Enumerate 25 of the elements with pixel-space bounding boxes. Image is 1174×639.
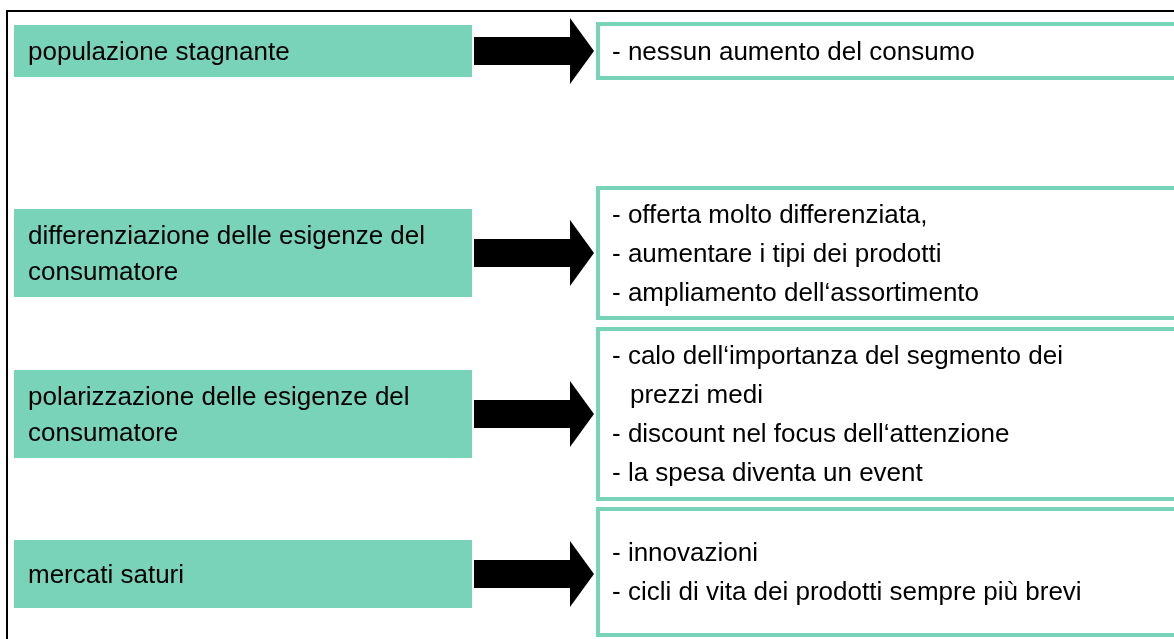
cause-text: mercati saturi	[28, 558, 186, 591]
cause-box	[14, 25, 472, 77]
cause-box	[14, 540, 472, 608]
block-arrow	[474, 541, 594, 607]
effect-item: - offerta molto differenziata,	[612, 197, 929, 231]
effect-box	[596, 327, 1174, 501]
cause-box	[14, 209, 472, 297]
effect-item: - aumentare i tipi dei prodotti	[612, 236, 943, 270]
block-arrow	[474, 18, 594, 84]
effect-box	[596, 507, 1174, 637]
block-arrow	[474, 381, 594, 447]
cause-box	[14, 370, 472, 458]
cause-text: polarizzazione delle esigenze del consumatore	[28, 380, 411, 449]
block-arrow	[474, 220, 594, 286]
effect-item: - la spesa diventa un event	[612, 456, 924, 489]
effect-box	[596, 186, 1174, 320]
effect-item: - cicli di vita dei prodotti sempre più brevi	[612, 575, 1083, 608]
cause-text: populazione stagnante	[28, 35, 291, 68]
cause-text: differenziazione delle esigenze del consumatore	[28, 219, 427, 288]
effect-item: - innovazioni	[612, 536, 759, 569]
effect-item: - nessun aumento del consumo	[612, 34, 976, 68]
effect-item: - discount nel focus dell‘attenzione	[612, 417, 1011, 450]
effect-item: - ampliamento dell‘assortimento	[612, 275, 981, 309]
effect-box	[596, 22, 1174, 80]
effect-item: - calo dell‘importanza del segmento dei prezzi medi	[612, 339, 1064, 411]
